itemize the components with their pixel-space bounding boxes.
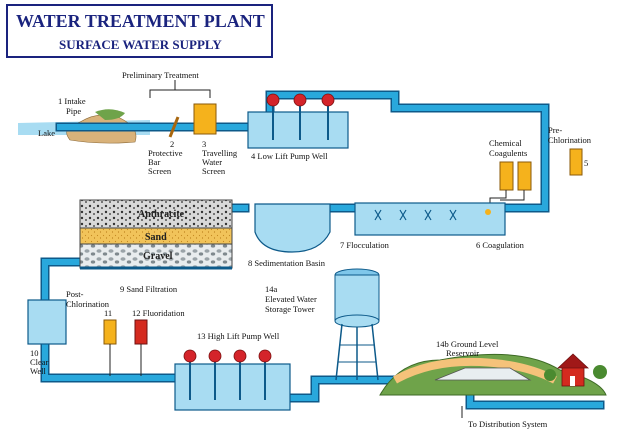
distribution-arrow: To Distribution System (461, 406, 548, 429)
preliminary-treatment: Preliminary Treatment 1 Intake Pipe Lake… (38, 70, 238, 176)
label-preliminary: Preliminary Treatment (122, 70, 199, 80)
pump-icon (183, 349, 197, 363)
coagulant-tank (499, 161, 514, 191)
label-high-lift: 13 High Lift Pump Well (197, 331, 280, 341)
title-line1: WATER TREATMENT PLANT (16, 11, 265, 31)
label-ground-2: Reservoir (446, 348, 479, 358)
label-sedimentation: 8 Sedimentation Basin (248, 258, 326, 268)
sand-filter: Anthracite Sand Gravel 9 Sand Filtration (79, 199, 233, 294)
label-anthracite: Anthracite (138, 209, 185, 220)
label-clear-num: 10 (30, 348, 39, 358)
label-tower-2: Elevated Water (265, 294, 317, 304)
label-prechlor-num: 5 (584, 158, 588, 168)
label-fluoridation: 12 Fluoridation (132, 308, 185, 318)
label-bar-3: Bar (148, 157, 160, 167)
label-11: 11 (104, 308, 112, 318)
coagulant-tank (517, 161, 532, 191)
label-travel-2: Travelling (202, 148, 238, 158)
label-gravel: Gravel (143, 251, 173, 262)
label-clear-2: Clear (30, 357, 49, 367)
label-prechlor-2: Chlorination (548, 135, 592, 145)
label-lake: Lake (38, 128, 55, 138)
pump-icon (266, 93, 280, 107)
pump-icon (293, 93, 307, 107)
label-prechlor-1: Pre- (548, 125, 562, 135)
label-ground-1: 14b Ground Level (436, 339, 499, 349)
title-block: WATER TREATMENT PLANT SURFACE WATER SUPP… (6, 4, 273, 58)
label-bar-4: Screen (148, 166, 172, 176)
ground-reservoir: 14b Ground Level Reservoir (379, 339, 607, 396)
chlorine-tank (103, 319, 117, 345)
fluoride-tank (134, 319, 148, 345)
label-postchlor-1: Post- (66, 289, 84, 299)
label-intake-pipe: Pipe (66, 106, 81, 116)
label-travel-4: Screen (202, 166, 226, 176)
sedimentation-basin: 8 Sedimentation Basin (248, 203, 331, 268)
low-lift-pump-well: 4 Low Lift Pump Well (247, 93, 349, 161)
chemical-feed: Pre- Chlorination 5 Chemical Coagulents (489, 125, 592, 204)
label-sand: Sand (145, 232, 167, 243)
travelling-screen (193, 103, 217, 135)
label-sand-filtration: 9 Sand Filtration (120, 284, 178, 294)
label-intake: 1 Intake (58, 96, 86, 106)
bar-screen (168, 116, 180, 138)
label-postchlor-2: Chlorination (66, 299, 110, 309)
elevated-storage-tower: 14a Elevated Water Storage Tower (265, 268, 380, 381)
pipe-network (40, 90, 605, 410)
label-bar-2: Protective (148, 148, 183, 158)
label-travel-num: 3 (202, 139, 206, 149)
label-tower-3: Storage Tower (265, 304, 315, 314)
label-travel-3: Water (202, 157, 222, 167)
house-icon (544, 353, 607, 387)
pump-icon (321, 93, 335, 107)
label-low-lift: 4 Low Lift Pump Well (251, 151, 328, 161)
prechlorination-tank (569, 148, 583, 176)
label-tower-1: 14a (265, 284, 278, 294)
title-line2: SURFACE WATER SUPPLY (59, 37, 222, 52)
label-coagulation: 6 Coagulation (476, 240, 525, 250)
label-bar-num: 2 (170, 139, 174, 149)
pump-icon (258, 349, 272, 363)
flocculation-basin: 7 Flocculation 6 Coagulation (340, 202, 525, 250)
label-chem-1: Chemical (489, 138, 522, 148)
label-flocculation: 7 Flocculation (340, 240, 390, 250)
pump-icon (208, 349, 222, 363)
label-distribution: To Distribution System (468, 419, 548, 429)
label-chem-2: Coagulents (489, 148, 527, 158)
clear-well: Post- Chlorination 10 Clear Well 11 12 F… (27, 289, 185, 376)
title-frame (6, 4, 273, 58)
label-clear-3: Well (30, 366, 46, 376)
pump-icon (233, 349, 247, 363)
high-lift-pump-well: 13 High Lift Pump Well (174, 331, 291, 411)
